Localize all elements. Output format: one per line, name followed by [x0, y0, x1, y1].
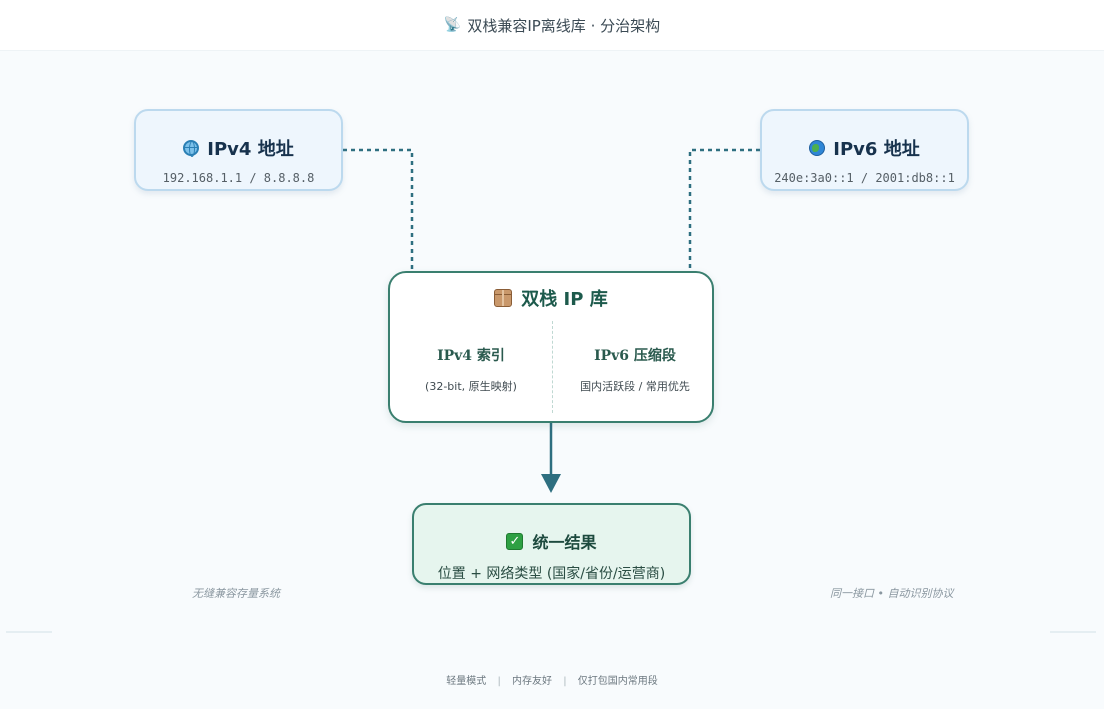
footer: 轻量模式 | 内存友好 | 仅打包国内常用段	[0, 672, 1104, 687]
page-header: 📡 双栈兼容IP离线库 · 分治架构	[0, 0, 1104, 51]
ipv4-node-title: IPv4 地址	[207, 139, 294, 160]
ipv6-segment-title: IPv6 压缩段	[594, 348, 676, 364]
ipv6-node-examples: 240e:3a0::1 / 2001:db8::1	[774, 171, 955, 185]
ipv4-node: IPv4 地址 192.168.1.1 / 8.8.8.8	[134, 109, 343, 191]
left-caption: 无缝兼容存量系统	[192, 587, 280, 600]
ipv4-connector	[343, 148, 414, 271]
footer-separator: |	[563, 676, 567, 687]
section-divider	[552, 321, 553, 413]
ipv6-connector	[688, 148, 760, 271]
ipv6-node-title: IPv6 地址	[833, 139, 920, 160]
result-node-title: 统一结果	[532, 533, 597, 552]
footer-item: 内存友好	[512, 676, 552, 687]
footer-item: 仅打包国内常用段	[577, 676, 658, 687]
page-title: 双栈兼容IP离线库 · 分治架构	[467, 16, 661, 35]
dual-stack-db-node: 双栈 IP 库 IPv4 索引 (32-bit, 原生映射) IPv6 压缩段 …	[388, 271, 714, 423]
globe-earth-icon	[809, 140, 826, 156]
ipv4-index-section: IPv4 索引 (32-bit, 原生映射)	[390, 319, 552, 394]
ipv6-node: IPv6 地址 240e:3a0::1 / 2001:db8::1	[760, 109, 969, 191]
result-node-detail: 位置 + 网络类型 (国家/省份/运营商)	[437, 566, 666, 582]
db-node-title: 双栈 IP 库	[521, 289, 608, 310]
ipv6-segment-note: 国内活跃段 / 常用优先	[580, 380, 690, 393]
right-caption: 同一接口 • 自动识别协议	[830, 587, 954, 600]
ipv4-index-note: (32-bit, 原生映射)	[425, 380, 517, 393]
ipv4-index-title: IPv4 索引	[437, 348, 505, 364]
package-icon	[494, 289, 513, 307]
globe-meridians-icon	[183, 140, 200, 157]
unified-result-node: ✓ 统一结果 位置 + 网络类型 (国家/省份/运营商)	[412, 503, 691, 585]
ipv4-node-examples: 192.168.1.1 / 8.8.8.8	[162, 171, 315, 185]
check-mark-icon: ✓	[506, 532, 524, 550]
ipv6-segment-section: IPv6 压缩段 国内活跃段 / 常用优先	[554, 319, 716, 394]
footer-separator: |	[497, 676, 501, 687]
result-arrow-head	[541, 474, 561, 493]
footer-item: 轻量模式	[446, 676, 487, 687]
satellite-antenna-icon: 📡	[443, 17, 462, 33]
